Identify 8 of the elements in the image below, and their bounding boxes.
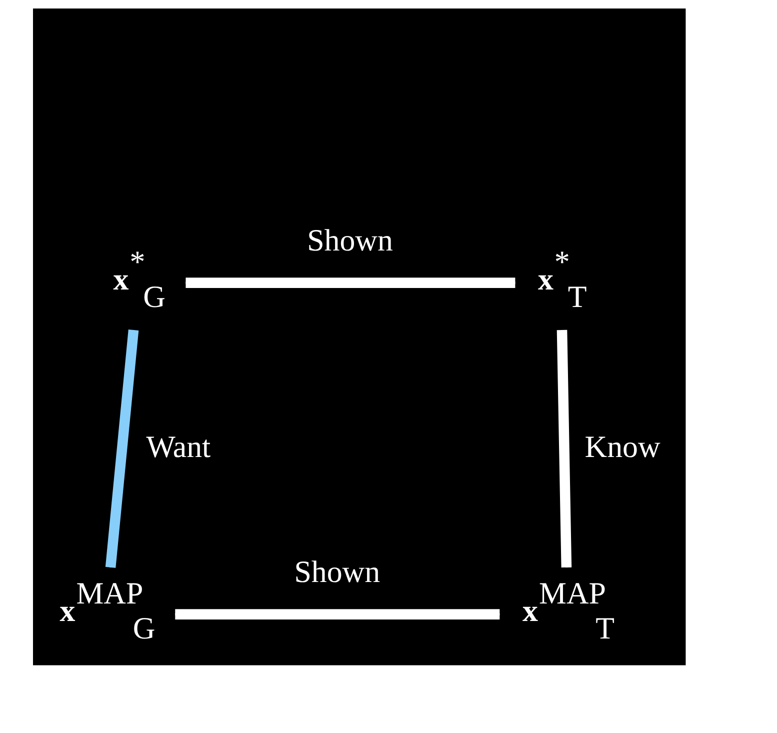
edge-label: Shown [294,554,380,589]
edge-label: Want [146,428,210,464]
edge-label: Shown [306,222,392,258]
connector [556,330,572,568]
edge-label: Know [584,428,660,464]
connector [185,278,515,288]
connector [104,330,138,568]
connector [174,609,500,620]
